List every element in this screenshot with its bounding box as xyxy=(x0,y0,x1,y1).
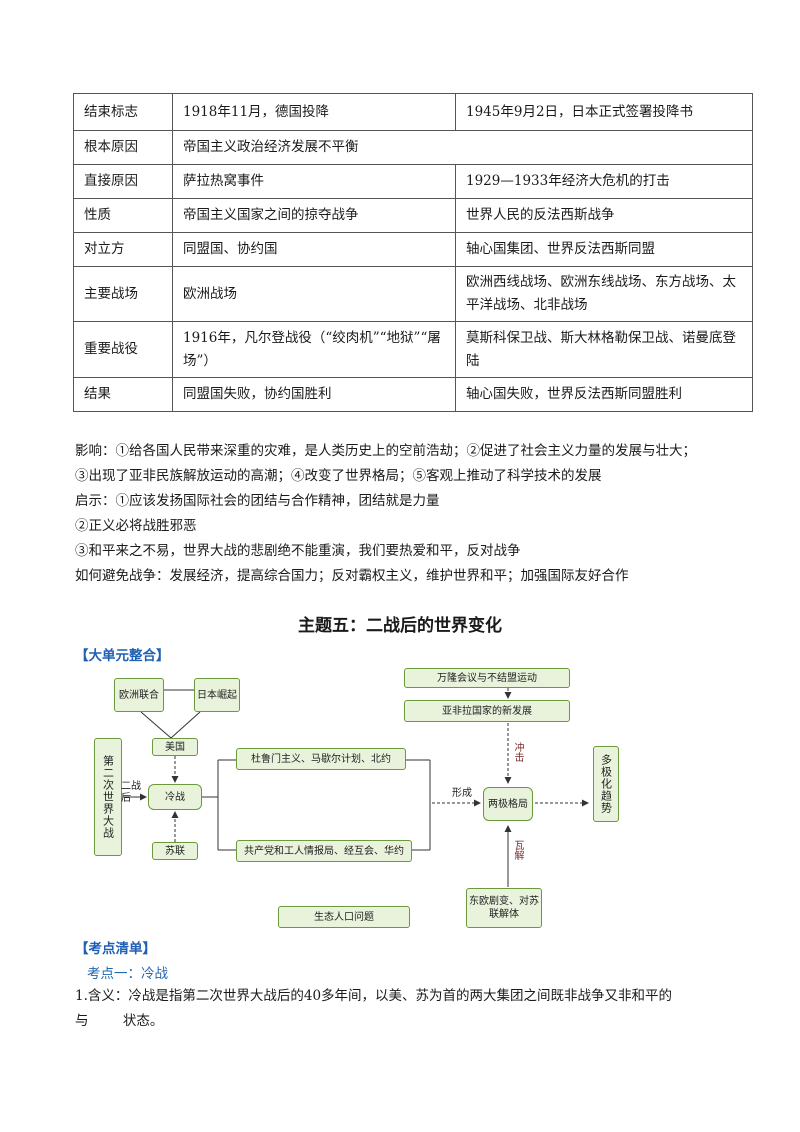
ussr-box: 苏联 xyxy=(152,842,198,860)
ww1-cell: 1916年，凡尔登战役（“绞肉机”“地狱”“屠场”） xyxy=(172,321,456,378)
ww2-cell: 轴心国集团、世界反法西斯同盟 xyxy=(455,232,753,267)
row-header: 性质 xyxy=(73,198,173,233)
ww2-cell: 世界人民的反法西斯战争 xyxy=(455,198,753,233)
row-header: 重要战役 xyxy=(73,321,173,378)
row-header: 主要战场 xyxy=(73,266,173,322)
table-row: 结果同盟国失败，协约国胜利轴心国失败，世界反法西斯同盟胜利 xyxy=(73,377,753,412)
ww1-cell: 萨拉热窝事件 xyxy=(172,164,456,199)
multipolar-box: 多极化趋势 xyxy=(593,746,619,822)
section-title: 主题五：二战后的世界变化 xyxy=(298,616,502,636)
ww1-cell: 同盟国失败，协约国胜利 xyxy=(172,377,456,412)
table-row: 主要战场欧洲战场欧洲西线战场、欧洲东线战场、东方战场、太平洋战场、北非战场 xyxy=(73,266,753,322)
lesson-line-1: 启示：①应该发扬国际社会的团结与合作精神，团结就是力量 xyxy=(75,493,440,509)
table-row: 根本原因帝国主义政治经济发展不平衡 xyxy=(73,130,753,165)
checklist-heading: 【考点清单】 xyxy=(75,941,156,957)
ww1-cell: 帝国主义政治经济发展不平衡 xyxy=(172,130,753,165)
impact-line-1: 影响：①给各国人民带来深重的灾难，是人类历史上的空前浩劫；②促进了社会主义力量的… xyxy=(75,443,696,459)
ww2-cell: 1929—1933年经济大危机的打击 xyxy=(455,164,753,199)
lesson-line-3: ③和平来之不易，世界大战的悲剧绝不能重演，我们要热爱和平，反对战争 xyxy=(75,543,521,559)
row-header: 结果 xyxy=(73,377,173,412)
ww2-cell: 欧洲西线战场、欧洲东线战场、东方战场、太平洋战场、北非战场 xyxy=(455,266,753,322)
collapse-label: 瓦解 xyxy=(512,840,523,860)
ww2-cell: 1945年9月2日，日本正式签署投降书 xyxy=(455,93,753,131)
table-row: 性质帝国主义国家之间的掠夺战争世界人民的反法西斯战争 xyxy=(73,198,753,233)
unit-heading: 【大单元整合】 xyxy=(75,648,170,664)
impact-line-2: ③出现了亚非民族解放运动的高潮；④改变了世界格局；⑤客观上推动了科学技术的发展 xyxy=(75,468,602,484)
bipolar-box: 两极格局 xyxy=(483,787,533,821)
ww1-cell: 1918年11月，德国投降 xyxy=(172,93,456,131)
ecology-box: 生态人口问题 xyxy=(278,906,410,928)
row-header: 直接原因 xyxy=(73,164,173,199)
truman-plan-box: 杜鲁门主义、马歇尔计划、北约 xyxy=(236,748,406,770)
ww1-cell: 同盟国、协约国 xyxy=(172,232,456,267)
impact-label: 冲击 xyxy=(512,742,523,762)
japan-rise-box: 日本崛起 xyxy=(194,678,240,712)
row-header: 根本原因 xyxy=(73,130,173,165)
bandung-box: 万隆会议与不结盟运动 xyxy=(404,668,570,688)
postwar-label: 二战后 xyxy=(121,781,141,804)
ww2-cell: 轴心国失败，世界反法西斯同盟胜利 xyxy=(455,377,753,412)
avoid-war-line: 如何避免战争：发展经济，提高综合国力；反对霸权主义，维护世界和平；加强国际友好合… xyxy=(75,568,629,584)
definition-line-2: 与 状态。 xyxy=(75,1013,164,1029)
cold-war-box: 冷战 xyxy=(148,784,202,810)
lesson-line-2: ②正义必将战胜邪恶 xyxy=(75,518,197,534)
europe-union-box: 欧洲联合 xyxy=(114,678,164,712)
usa-box: 美国 xyxy=(152,738,198,756)
formed-label: 形成 xyxy=(452,788,472,799)
comecon-box: 共产党和工人情报局、经互会、华约 xyxy=(236,840,412,862)
ww2-box: 第二次世界大战 xyxy=(94,738,122,856)
kp1-heading: 考点一：冷战 xyxy=(87,966,168,982)
ww2-cell: 莫斯科保卫战、斯大林格勒保卫战、诺曼底登陆 xyxy=(455,321,753,378)
east-europe-box: 东欧剧变、对苏联解体 xyxy=(466,888,542,928)
afro-asian-box: 亚非拉国家的新发展 xyxy=(404,700,570,722)
ww1-cell: 欧洲战场 xyxy=(172,266,456,322)
definition-line-1: 1.含义：冷战是指第二次世界大战后的40多年间，以美、苏为首的两大集团之间既非战… xyxy=(75,988,673,1004)
ww1-cell: 帝国主义国家之间的掠夺战争 xyxy=(172,198,456,233)
table-row: 对立方同盟国、协约国轴心国集团、世界反法西斯同盟 xyxy=(73,232,753,267)
row-header: 结束标志 xyxy=(73,93,173,131)
row-header: 对立方 xyxy=(73,232,173,267)
